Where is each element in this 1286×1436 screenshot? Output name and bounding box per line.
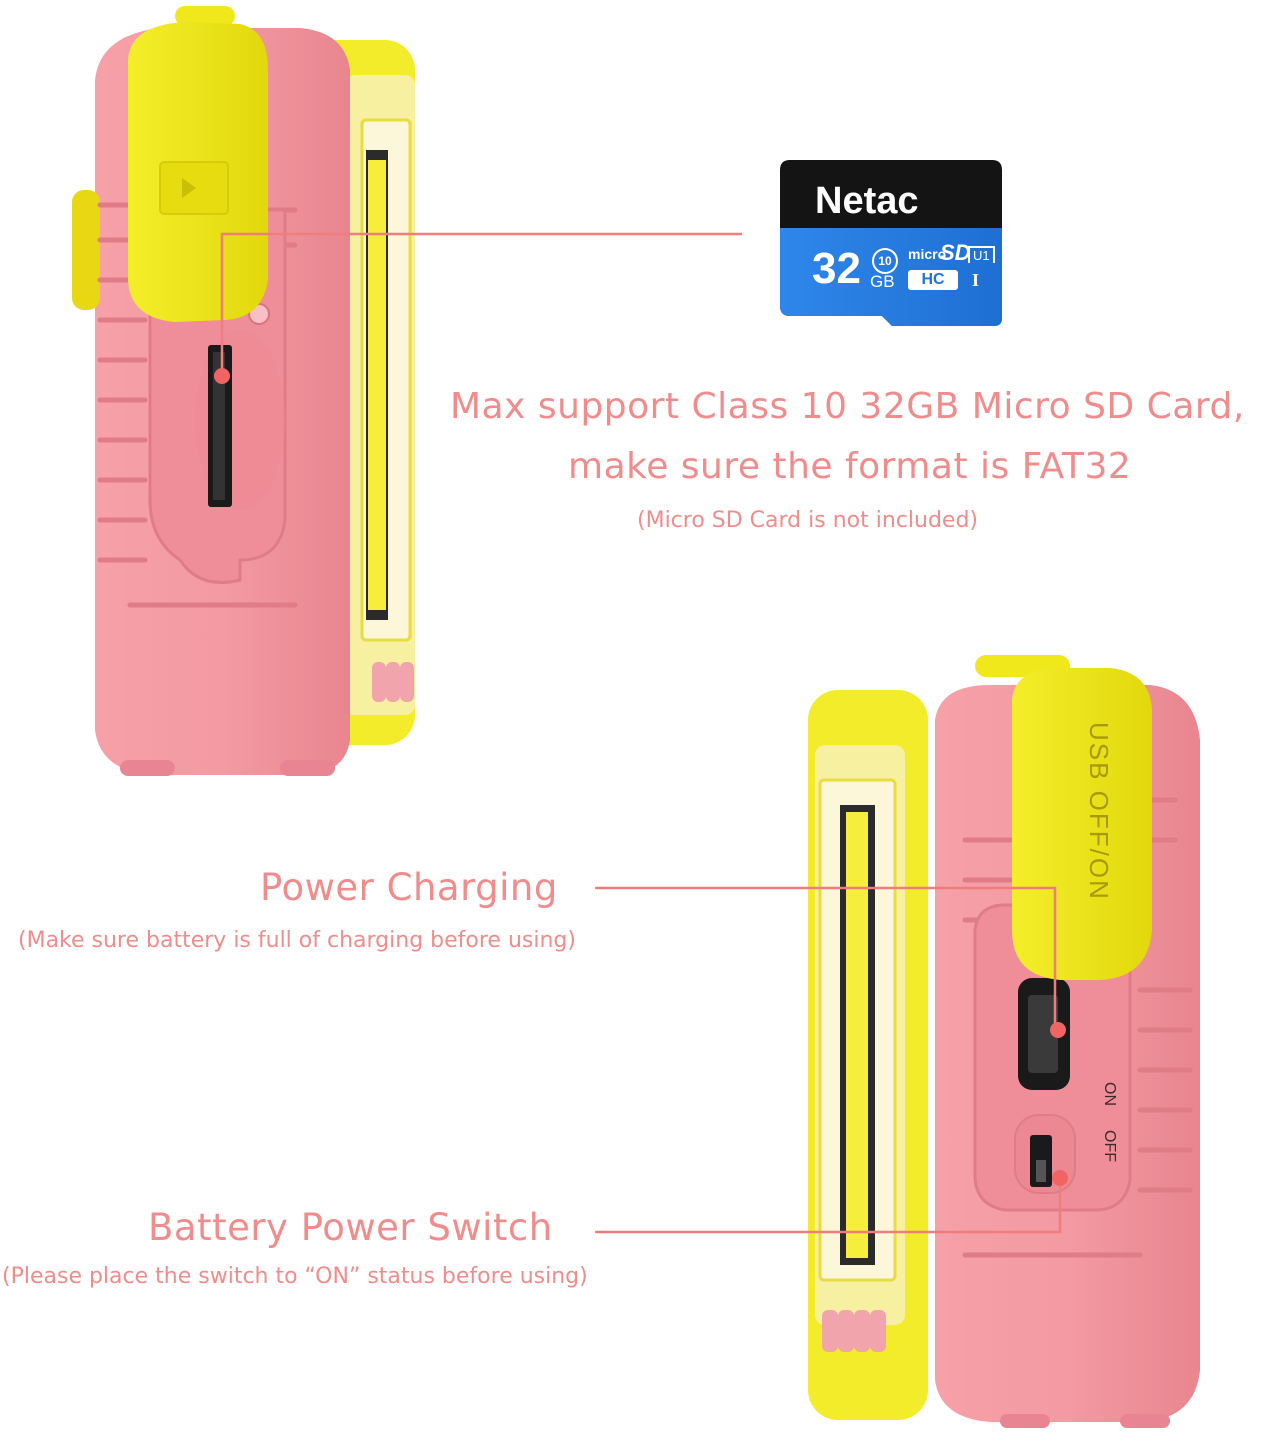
switch-off-label: OFF bbox=[1101, 1130, 1118, 1162]
callout-lines bbox=[220, 232, 1062, 1234]
charging-callout-title: Power Charging bbox=[260, 866, 558, 909]
charging-callout-note: (Make sure battery is full of charging b… bbox=[18, 928, 576, 953]
callout-dots bbox=[214, 368, 1068, 1186]
sd-card-micro-label: micro bbox=[908, 246, 947, 262]
camera-bottom-view bbox=[808, 655, 1200, 1428]
camera-top-view bbox=[72, 6, 415, 776]
sd-card-class-badge: 10 bbox=[872, 248, 898, 274]
cover-usb-label: USB OFF/ON bbox=[1084, 722, 1114, 901]
switch-callout-note: (Please place the switch to “ON” status … bbox=[2, 1264, 588, 1289]
sd-callout-line1: Max support Class 10 32GB Micro SD Card, bbox=[450, 386, 1245, 427]
sd-card-brand: Netac bbox=[815, 180, 919, 222]
sd-callout-line2: make sure the format is FAT32 bbox=[568, 446, 1132, 487]
sd-card-hc-label: HC bbox=[908, 270, 958, 290]
sd-card-uhs-label: U1 bbox=[968, 246, 995, 263]
sd-callout-note: (Micro SD Card is not included) bbox=[637, 508, 978, 533]
switch-on-label: ON bbox=[1101, 1082, 1118, 1106]
sd-card-roman-label: I bbox=[972, 270, 980, 290]
sd-card-capacity-unit: GB bbox=[870, 272, 895, 291]
sd-card-capacity: 32 bbox=[812, 244, 861, 293]
switch-callout-title: Battery Power Switch bbox=[148, 1206, 553, 1249]
sd-card-sd-label: SD bbox=[940, 240, 971, 265]
